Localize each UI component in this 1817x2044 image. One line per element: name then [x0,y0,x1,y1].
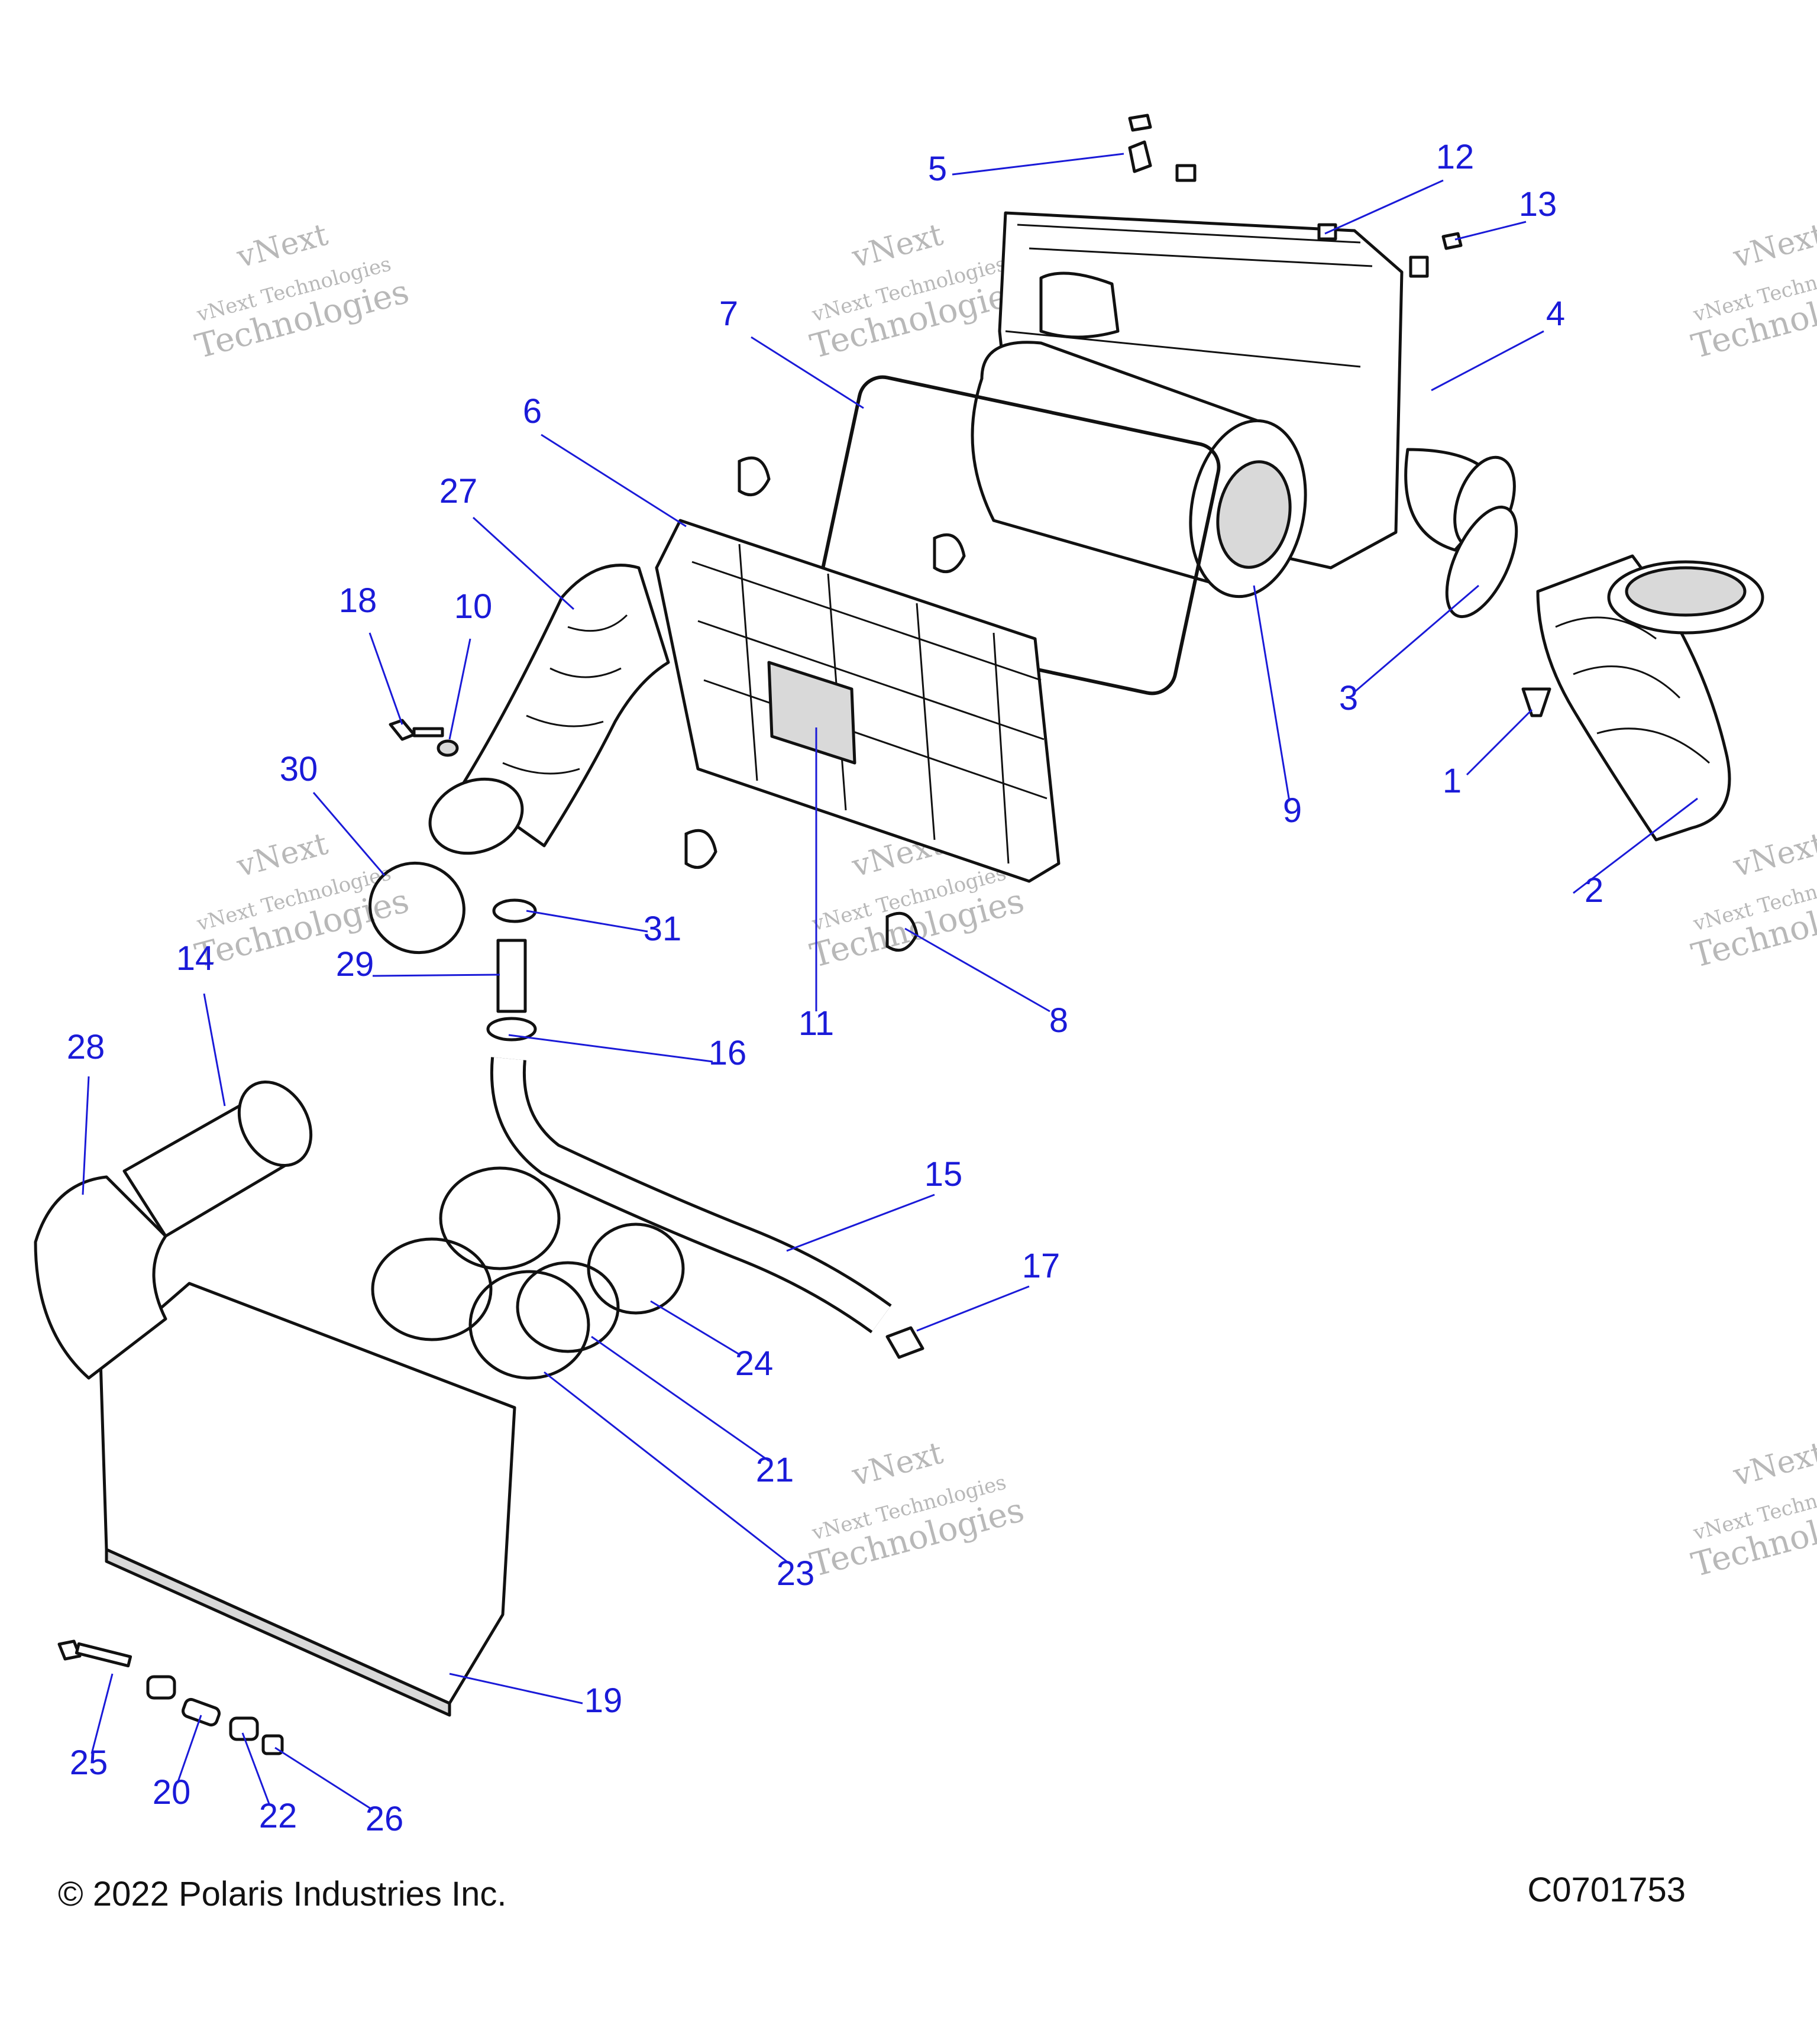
callout-3: 3 [1339,679,1358,717]
callout-24: 24 [735,1344,774,1383]
callout-4: 4 [1546,295,1565,333]
callout-29: 29 [336,945,374,984]
watermark-line1: vNext [1729,217,1817,276]
watermark-line1: vNext [232,826,331,885]
callout-14: 14 [176,939,215,978]
airbox-cover [655,519,1061,883]
intake-duct [1536,554,1764,842]
leader-line-16 [508,1034,713,1063]
push-rivet [1521,687,1551,717]
leader-line-28 [82,1076,90,1195]
watermark-line1: vNext [1729,1435,1817,1494]
watermark-line1: vNext [848,1435,946,1494]
callout-27: 27 [439,472,478,510]
callout-17: 17 [1022,1247,1061,1285]
leader-line-26 [274,1747,373,1811]
callout-16: 16 [709,1034,747,1072]
lower-airbox-19 [99,1282,516,1717]
callout-13: 13 [1519,185,1557,224]
watermark-line1: vNext [848,217,946,276]
leader-line-30 [312,792,386,876]
leader-line-24 [650,1300,740,1356]
leader-line-8 [904,927,1050,1013]
watermark-line1: vNext [232,217,331,276]
leader-line-6 [541,434,687,528]
callout-7: 7 [719,295,738,333]
copyright-text: © 2022 Polaris Industries Inc. [58,1875,506,1913]
watermark-line1: vNext [1729,826,1817,885]
callout-22: 22 [259,1797,298,1835]
hose-fittings [486,898,537,1042]
callout-30: 30 [280,750,318,788]
leader-line-17 [916,1285,1030,1332]
callout-23: 23 [777,1554,815,1593]
drawing-code: C0701753 [1527,1871,1686,1909]
leader-line-3 [1354,584,1479,693]
leader-line-22 [241,1732,270,1804]
callout-21: 21 [756,1451,794,1489]
leader-line-23 [544,1371,787,1563]
leader-line-7 [751,336,864,409]
air-filter-element [971,271,1307,599]
callout-10: 10 [454,587,493,626]
leader-line-19 [449,1673,583,1705]
leader-line-18 [368,632,403,725]
callout-15: 15 [924,1155,963,1194]
callout-20: 20 [153,1773,191,1812]
callout-12: 12 [1436,138,1475,176]
leader-line-10 [448,638,471,740]
callout-9: 9 [1283,791,1302,830]
cap-17 [885,1326,924,1359]
callout-group: 1234567891011121314151617181920212223242… [67,138,1698,1838]
callout-2: 2 [1585,871,1603,910]
callout-5: 5 [928,150,947,188]
bolt-washer [389,719,459,757]
callout-6: 6 [523,392,542,431]
callout-18: 18 [339,581,377,620]
callout-19: 19 [584,1681,623,1720]
duct-28-tube-14 [34,1080,313,1380]
leader-line-27 [472,516,575,610]
leader-line-12 [1324,179,1444,235]
callout-11: 11 [798,1004,834,1043]
leader-line-31 [526,910,648,933]
leader-line-21 [591,1335,770,1462]
callout-8: 8 [1049,1001,1068,1040]
outlet-duct-27 [428,564,670,855]
clamp-ring-3 [1445,505,1518,619]
callout-25: 25 [70,1744,108,1782]
callout-26: 26 [366,1800,404,1838]
leader-line-15 [786,1194,935,1252]
callout-28: 28 [67,1028,105,1066]
bottom-hardware [57,1639,284,1755]
callout-31: 31 [644,910,682,948]
leader-line-20 [176,1715,202,1784]
leader-line-1 [1466,709,1533,776]
callout-1: 1 [1443,762,1462,800]
leader-line-25 [90,1673,114,1754]
top-hardware [1128,114,1463,278]
leader-line-9 [1253,585,1291,802]
leader-line-29 [372,974,500,977]
leader-line-4 [1431,330,1544,392]
clamp-30 [368,861,465,955]
leader-line-5 [952,153,1124,176]
clamp-rings [371,1166,685,1380]
leader-line-13 [1454,221,1527,241]
leader-line-14 [203,993,226,1107]
leader-line-2 [1573,797,1698,894]
